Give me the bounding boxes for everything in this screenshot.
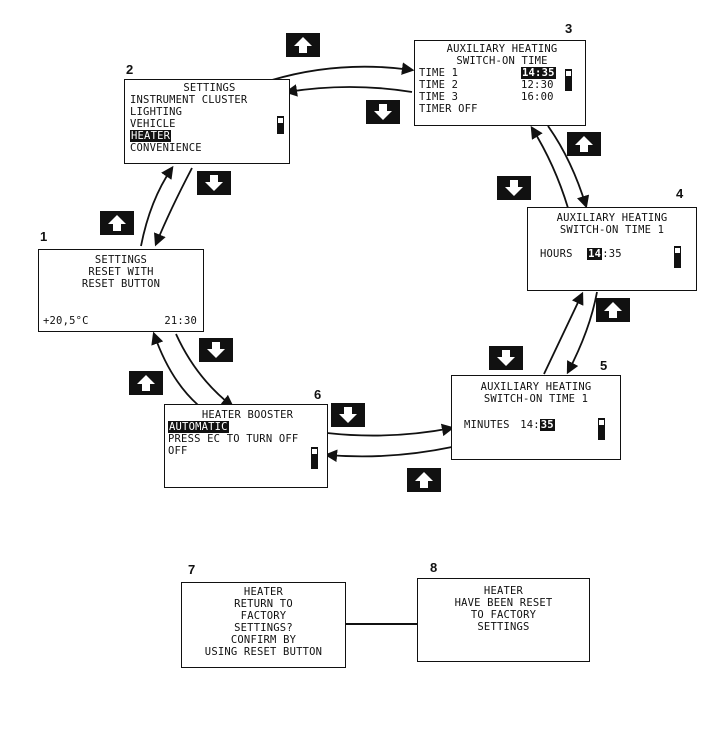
screen-2-settings-menu: SETTINGS INSTRUMENT CLUSTER LIGHTING VEH… bbox=[124, 79, 290, 164]
minutes-prefix: 14: bbox=[520, 419, 540, 431]
hours-label: HOURS bbox=[540, 248, 573, 260]
screen-3-title1: AUXILIARY HEATING bbox=[446, 43, 558, 55]
screen-5-number: 5 bbox=[600, 358, 608, 373]
connector-2-to-1 bbox=[154, 167, 193, 247]
screen-5-minutes-setting: AUXILIARY HEATING SWITCH-ON TIME 1 MINUT… bbox=[451, 375, 621, 460]
screen-1-line1: SETTINGS bbox=[94, 254, 148, 266]
scroll-bar-icon bbox=[311, 447, 318, 469]
minutes-label: MINUTES bbox=[464, 419, 510, 431]
screen-1-clock: 21:30 bbox=[164, 315, 197, 327]
down-arrow-button-icon[interactable] bbox=[497, 176, 531, 200]
connector-1-to-2 bbox=[140, 165, 174, 247]
screen-1-settings-reset: SETTINGS RESET WITH RESET BUTTON +20,5°C… bbox=[38, 249, 204, 332]
screen-4-title2: SWITCH-ON TIME 1 bbox=[559, 224, 665, 236]
screen-1-line2: RESET WITH bbox=[88, 266, 154, 278]
up-arrow-button-icon[interactable] bbox=[596, 298, 630, 322]
connector-3-to-4 bbox=[547, 125, 590, 209]
screen-4-title1: AUXILIARY HEATING bbox=[556, 212, 668, 224]
up-arrow-button-icon[interactable] bbox=[100, 211, 134, 235]
screen-7-number: 7 bbox=[188, 562, 196, 577]
screen-5-title2: SWITCH-ON TIME 1 bbox=[483, 393, 589, 405]
screen-4-number: 4 bbox=[676, 186, 684, 201]
connector-6-to-1 bbox=[151, 331, 199, 406]
screen-6-heater-booster: HEATER BOOSTER AUTOMATIC PRESS EC TO TUR… bbox=[164, 404, 328, 488]
screen-3-switch-on-time: AUXILIARY HEATING SWITCH-ON TIME TIME 1 … bbox=[414, 40, 586, 126]
screen-8-number: 8 bbox=[430, 560, 438, 575]
screen-3-number: 3 bbox=[565, 21, 573, 36]
booster-automatic-selected[interactable]: AUTOMATIC bbox=[168, 421, 229, 433]
scroll-bar-icon bbox=[598, 418, 605, 440]
menu-item-heater-selected[interactable]: HEATER bbox=[130, 130, 172, 142]
screen-5-title1: AUXILIARY HEATING bbox=[480, 381, 592, 393]
scroll-bar-icon bbox=[674, 246, 681, 268]
scroll-bar-icon bbox=[565, 69, 572, 91]
menu-item-lighting[interactable]: LIGHTING bbox=[130, 106, 183, 118]
screen-8-reset-done: HEATER HAVE BEEN RESET TO FACTORY SETTIN… bbox=[417, 578, 590, 662]
connector-5-to-4 bbox=[543, 291, 584, 375]
booster-press-ec-item[interactable]: PRESS EC TO TURN OFF bbox=[168, 433, 299, 445]
down-arrow-button-icon[interactable] bbox=[199, 338, 233, 362]
screen-7-line5: CONFIRM BY bbox=[230, 634, 297, 646]
time-2-value[interactable]: 12:30 bbox=[521, 79, 554, 91]
connector-6-to-5 bbox=[326, 423, 455, 437]
time-3-label[interactable]: TIME 3 bbox=[419, 91, 459, 103]
timer-off-item[interactable]: TIMER OFF bbox=[419, 103, 478, 115]
down-arrow-button-icon[interactable] bbox=[197, 171, 231, 195]
screen-7-line1: HEATER bbox=[243, 586, 284, 598]
time-1-label[interactable]: TIME 1 bbox=[419, 67, 459, 79]
up-arrow-button-icon[interactable] bbox=[286, 33, 320, 57]
screen-7-line6: USING RESET BUTTON bbox=[204, 646, 323, 658]
connector-2-to-3 bbox=[271, 62, 415, 81]
screen-6-number: 6 bbox=[314, 387, 322, 402]
time-3-value[interactable]: 16:00 bbox=[521, 91, 554, 103]
booster-off-item[interactable]: OFF bbox=[168, 445, 188, 457]
menu-item-convenience[interactable]: CONVENIENCE bbox=[130, 142, 202, 154]
connector-5-to-6 bbox=[324, 446, 453, 463]
screen-7-line4: SETTINGS? bbox=[234, 622, 293, 634]
screen-1-temperature: +20,5°C bbox=[43, 315, 89, 327]
down-arrow-button-icon[interactable] bbox=[366, 100, 400, 124]
down-arrow-button-icon[interactable] bbox=[331, 403, 365, 427]
screen-8-line2: HAVE BEEN RESET bbox=[454, 597, 553, 609]
up-arrow-button-icon[interactable] bbox=[567, 132, 601, 156]
time-2-label[interactable]: TIME 2 bbox=[419, 79, 459, 91]
screen-2-number: 2 bbox=[126, 62, 134, 77]
screen-3-title2: SWITCH-ON TIME bbox=[456, 55, 548, 67]
hours-rest: :35 bbox=[602, 248, 622, 260]
connector-3-to-2 bbox=[284, 84, 413, 97]
screen-6-title: HEATER BOOSTER bbox=[201, 409, 294, 421]
down-arrow-button-icon[interactable] bbox=[489, 346, 523, 370]
screen-1-number: 1 bbox=[40, 229, 48, 244]
minutes-value-selected[interactable]: 35 bbox=[539, 419, 555, 431]
screen-7-line3: FACTORY bbox=[240, 610, 287, 622]
connector-4-to-3 bbox=[530, 125, 569, 209]
screen-8-line3: TO FACTORY bbox=[470, 609, 537, 621]
connector-1-to-6 bbox=[175, 333, 234, 408]
screen-7-line2: RETURN TO bbox=[234, 598, 293, 610]
up-arrow-button-icon[interactable] bbox=[129, 371, 163, 395]
menu-item-instrument-cluster[interactable]: INSTRUMENT CLUSTER bbox=[130, 94, 248, 106]
scroll-bar-icon bbox=[277, 116, 284, 134]
screen-4-hours-setting: AUXILIARY HEATING SWITCH-ON TIME 1 HOURS… bbox=[527, 207, 697, 291]
screen-2-title: SETTINGS bbox=[183, 82, 236, 94]
screen-1-line3: RESET BUTTON bbox=[81, 278, 161, 290]
menu-item-vehicle[interactable]: VEHICLE bbox=[130, 118, 176, 130]
hours-value-selected[interactable]: 14 bbox=[587, 248, 603, 260]
screen-8-line1: HEATER bbox=[483, 585, 524, 597]
screen-7-factory-reset-confirm: HEATER RETURN TO FACTORY SETTINGS? CONFI… bbox=[181, 582, 346, 668]
connector-4-to-5 bbox=[566, 291, 598, 375]
time-1-value-selected[interactable]: 14:35 bbox=[521, 67, 556, 79]
screen-8-line4: SETTINGS bbox=[477, 621, 530, 633]
up-arrow-button-icon[interactable] bbox=[407, 468, 441, 492]
